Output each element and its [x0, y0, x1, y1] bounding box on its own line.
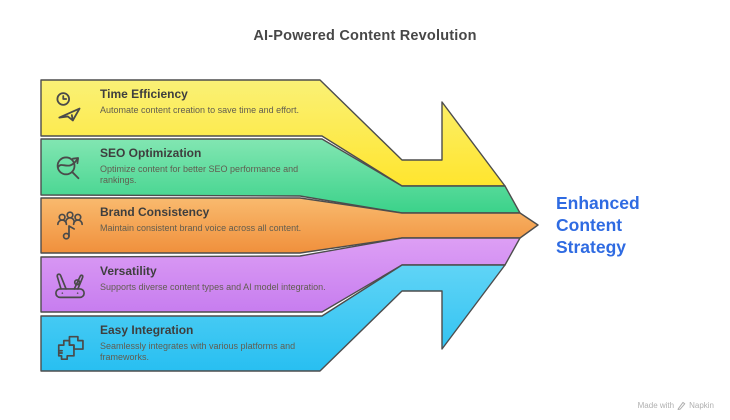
- band-brand-consistency: Brand Consistency Maintain consistent br…: [40, 198, 370, 254]
- band-description: Optimize content for better SEO performa…: [100, 164, 299, 185]
- band-title: Easy Integration: [100, 323, 194, 337]
- band-title: Versatility: [100, 264, 157, 278]
- swiss-knife-icon: [52, 267, 88, 303]
- band-title: Time Efficiency: [100, 87, 188, 101]
- people-music-icon: [52, 208, 88, 244]
- band-title: SEO Optimization: [100, 146, 202, 160]
- band-description: Automate content creation to save time a…: [100, 105, 299, 115]
- band-easy-integration: Easy Integration Seamlessly integrates w…: [40, 316, 370, 372]
- band-shape-brand-consistency: [40, 197, 539, 254]
- page-title: AI-Powered Content Revolution: [253, 28, 477, 44]
- band-time-efficiency: Time Efficiency Automate content creatio…: [40, 80, 370, 136]
- watermark-brand: Napkin: [689, 401, 714, 410]
- band-description: Seamlessly integrates with various platf…: [100, 341, 296, 362]
- clock-plane-icon: [52, 90, 88, 126]
- band-title: Brand Consistency: [100, 205, 210, 219]
- watermark-prefix: Made with: [637, 401, 675, 410]
- watermark: Made with Napkin: [638, 401, 714, 410]
- band-shape-time-efficiency: [40, 79, 506, 187]
- band-description: Maintain consistent brand voice across a…: [100, 223, 302, 233]
- band-description: Supports diverse content types and AI mo…: [100, 282, 326, 292]
- band-seo-optimization: SEO Optimization Optimize content for be…: [40, 139, 370, 195]
- napkin-pen-icon: [677, 401, 686, 410]
- band-shape-easy-integration: [40, 264, 506, 372]
- puzzle-blocks-icon: [52, 326, 88, 362]
- result-label: Enhanced Content Strategy: [556, 193, 640, 257]
- band-versatility: Versatility Supports diverse content typ…: [40, 257, 370, 313]
- seo-magnifier-icon: [52, 149, 88, 185]
